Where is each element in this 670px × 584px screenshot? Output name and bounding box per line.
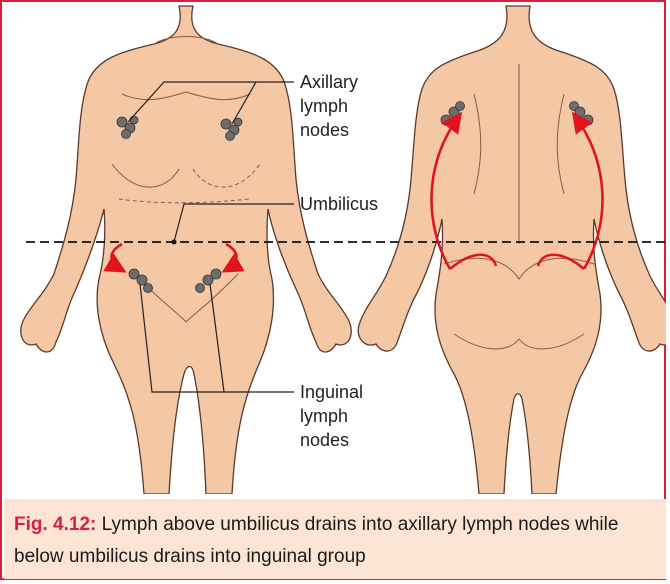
umbilicus-label: Umbilicus	[300, 194, 378, 214]
axillary-label-line-2: lymph	[300, 96, 348, 116]
back-body	[358, 6, 666, 494]
inguinal-label-line-2: lymph	[300, 406, 348, 426]
caption-label: Fig. 4.12:	[14, 514, 96, 535]
caption-text: Lymph above umbilicus drains into axilla…	[14, 514, 618, 567]
axillary-label-line-1: Axillary	[300, 72, 358, 92]
lymph-drainage-illustration: Axillary lymph nodes Umbilicus Inguinal …	[4, 4, 666, 494]
inguinal-label-line-1: Inguinal	[300, 382, 363, 402]
figure-caption: Fig. 4.12: Lymph above umbilicus drains …	[4, 499, 666, 579]
inguinal-label-line-3: nodes	[300, 430, 349, 450]
axillary-label-line-3: nodes	[300, 120, 349, 140]
